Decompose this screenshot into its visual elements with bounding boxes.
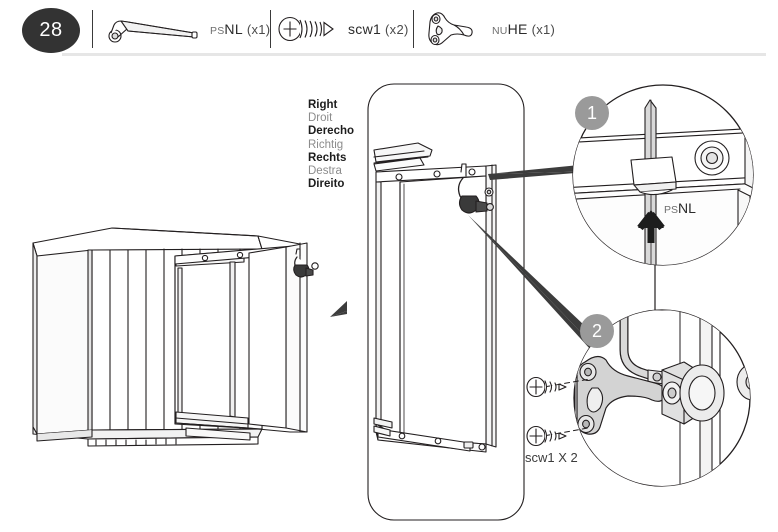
- callout-2-part-label: scw1 X 2: [525, 450, 578, 465]
- part-core-nuhe: HE: [507, 21, 528, 37]
- orientation-label-pt: Direito: [308, 178, 345, 191]
- orientation-label-fr: Droit: [308, 112, 333, 125]
- callout-detail-1: [572, 84, 754, 266]
- part-label-nuhe: NUHE (x1): [492, 21, 555, 37]
- screw-graphic-top: [526, 376, 567, 398]
- door-panel-figure: [367, 83, 525, 521]
- shed-figure: [32, 227, 319, 447]
- wedge-arrow-to-callout-2: [468, 215, 604, 349]
- screw-icon: [278, 12, 340, 46]
- rod-bar-icon: [104, 12, 204, 46]
- part-qty-scw1: (x2): [385, 22, 409, 37]
- orientation-label-en: Right: [308, 99, 338, 111]
- part-label-psnl: PSNL (x1): [210, 21, 270, 37]
- part-entry-psnl: PSNL (x1): [104, 8, 270, 50]
- bracket-hinge-icon: [424, 9, 480, 49]
- part-prefix-psnl: PS: [210, 25, 225, 37]
- door-latch-assembly: [457, 163, 494, 214]
- wedge-arrow-to-shed: [330, 301, 347, 317]
- step-number-text: 28: [39, 19, 63, 41]
- shed-latch: [293, 248, 319, 278]
- part-entry-scw1: scw1 (x2): [278, 8, 409, 50]
- callout-badge-1: 1: [575, 96, 609, 130]
- callout-1-part-prefix: PS: [664, 204, 679, 216]
- header-rule: [62, 53, 766, 56]
- header-divider-1: [92, 10, 93, 48]
- callout-detail-2: [573, 309, 751, 487]
- part-qty-psnl: (x1): [246, 22, 271, 37]
- orientation-label-de-2: Rechts: [308, 151, 347, 164]
- part-qty-nuhe: (x1): [531, 22, 556, 37]
- callout-1-part-label: PSNL: [664, 200, 696, 216]
- callout-badge-2-text: 2: [591, 320, 602, 341]
- screw-graphic-bottom: [526, 425, 567, 447]
- part-core-psnl: NL: [224, 21, 243, 37]
- wedge-arrow-to-callout-1: [488, 163, 600, 174]
- part-entry-nuhe: NUHE (x1): [424, 8, 555, 50]
- callout-badge-1-text: 1: [586, 102, 597, 123]
- step-number-badge: 28: [22, 8, 80, 53]
- part-core-scw1: scw1: [348, 21, 382, 37]
- parts-header: 28 PSNL (x1): [0, 0, 778, 58]
- orientation-label-it: Destra: [308, 165, 342, 178]
- part-label-scw1: scw1 (x2): [348, 21, 409, 37]
- part-prefix-nuhe: NU: [492, 25, 508, 37]
- orientation-label-list: Right Droit Derecho Richtig Rechts Destr…: [308, 99, 378, 191]
- orientation-label-es: Derecho: [308, 125, 355, 138]
- orientation-label-de-1: Richtig: [308, 138, 344, 151]
- header-divider-2: [270, 10, 271, 48]
- callout-badge-2: 2: [580, 314, 614, 348]
- callout-1-part-core: NL: [678, 200, 696, 216]
- header-divider-3: [413, 10, 414, 48]
